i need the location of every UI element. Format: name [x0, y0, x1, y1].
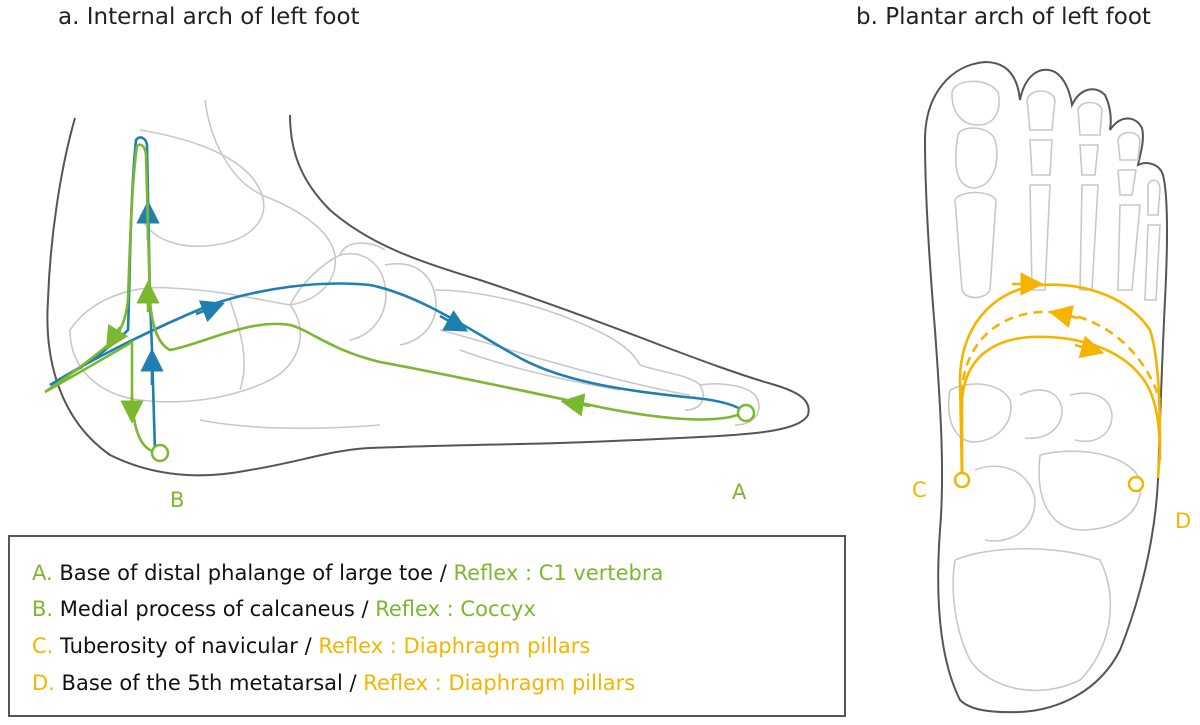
legend-reflex: Reflex : C1 vertebra [453, 561, 664, 585]
legend-letter: D. [32, 671, 55, 695]
legend-reflex: Reflex : Diaphragm pillars [318, 634, 591, 658]
point-d-label: D [1175, 509, 1191, 533]
foot-side-outline [46, 114, 810, 477]
orange-arches [958, 272, 1162, 479]
legend-letter: C. [32, 634, 54, 658]
point-c-marker [953, 471, 971, 489]
legend-item-d: D. Base of the 5th metatarsal / Reflex :… [32, 671, 635, 695]
panel-a-title: a. Internal arch of left foot [58, 4, 360, 30]
point-b-marker [150, 443, 170, 463]
foot-plantar-bones [948, 80, 1161, 692]
legend-box: A. Base of distal phalange of large toe … [8, 535, 846, 717]
legend-site: Base of the 5th metatarsal / [61, 671, 357, 695]
foot-plantar-outline [923, 60, 1169, 714]
foot-side-bones [69, 99, 760, 430]
green-path [44, 143, 746, 454]
point-a-marker [736, 403, 756, 423]
legend-reflex: Reflex : Coccyx [375, 597, 536, 621]
legend-item-a: A. Base of distal phalange of large toe … [32, 561, 663, 585]
legend-letter: A. [32, 561, 53, 585]
point-b-label: B [170, 488, 184, 512]
legend-item-c: C. Tuberosity of navicular / Reflex : Di… [32, 634, 590, 658]
blue-path [49, 136, 746, 453]
point-d-marker [1127, 475, 1145, 493]
point-a-label: A [732, 480, 747, 504]
point-c-label: C [912, 478, 927, 502]
legend-reflex: Reflex : Diaphragm pillars [363, 671, 636, 695]
legend-site: Tuberosity of navicular / [60, 634, 312, 658]
legend-item-b: B. Medial process of calcaneus / Reflex … [32, 597, 536, 621]
legend-site: Base of distal phalange of large toe / [59, 561, 447, 585]
panel-b-title: b. Plantar arch of left foot [856, 4, 1151, 30]
legend-letter: B. [32, 597, 54, 621]
legend-site: Medial process of calcaneus / [59, 597, 369, 621]
